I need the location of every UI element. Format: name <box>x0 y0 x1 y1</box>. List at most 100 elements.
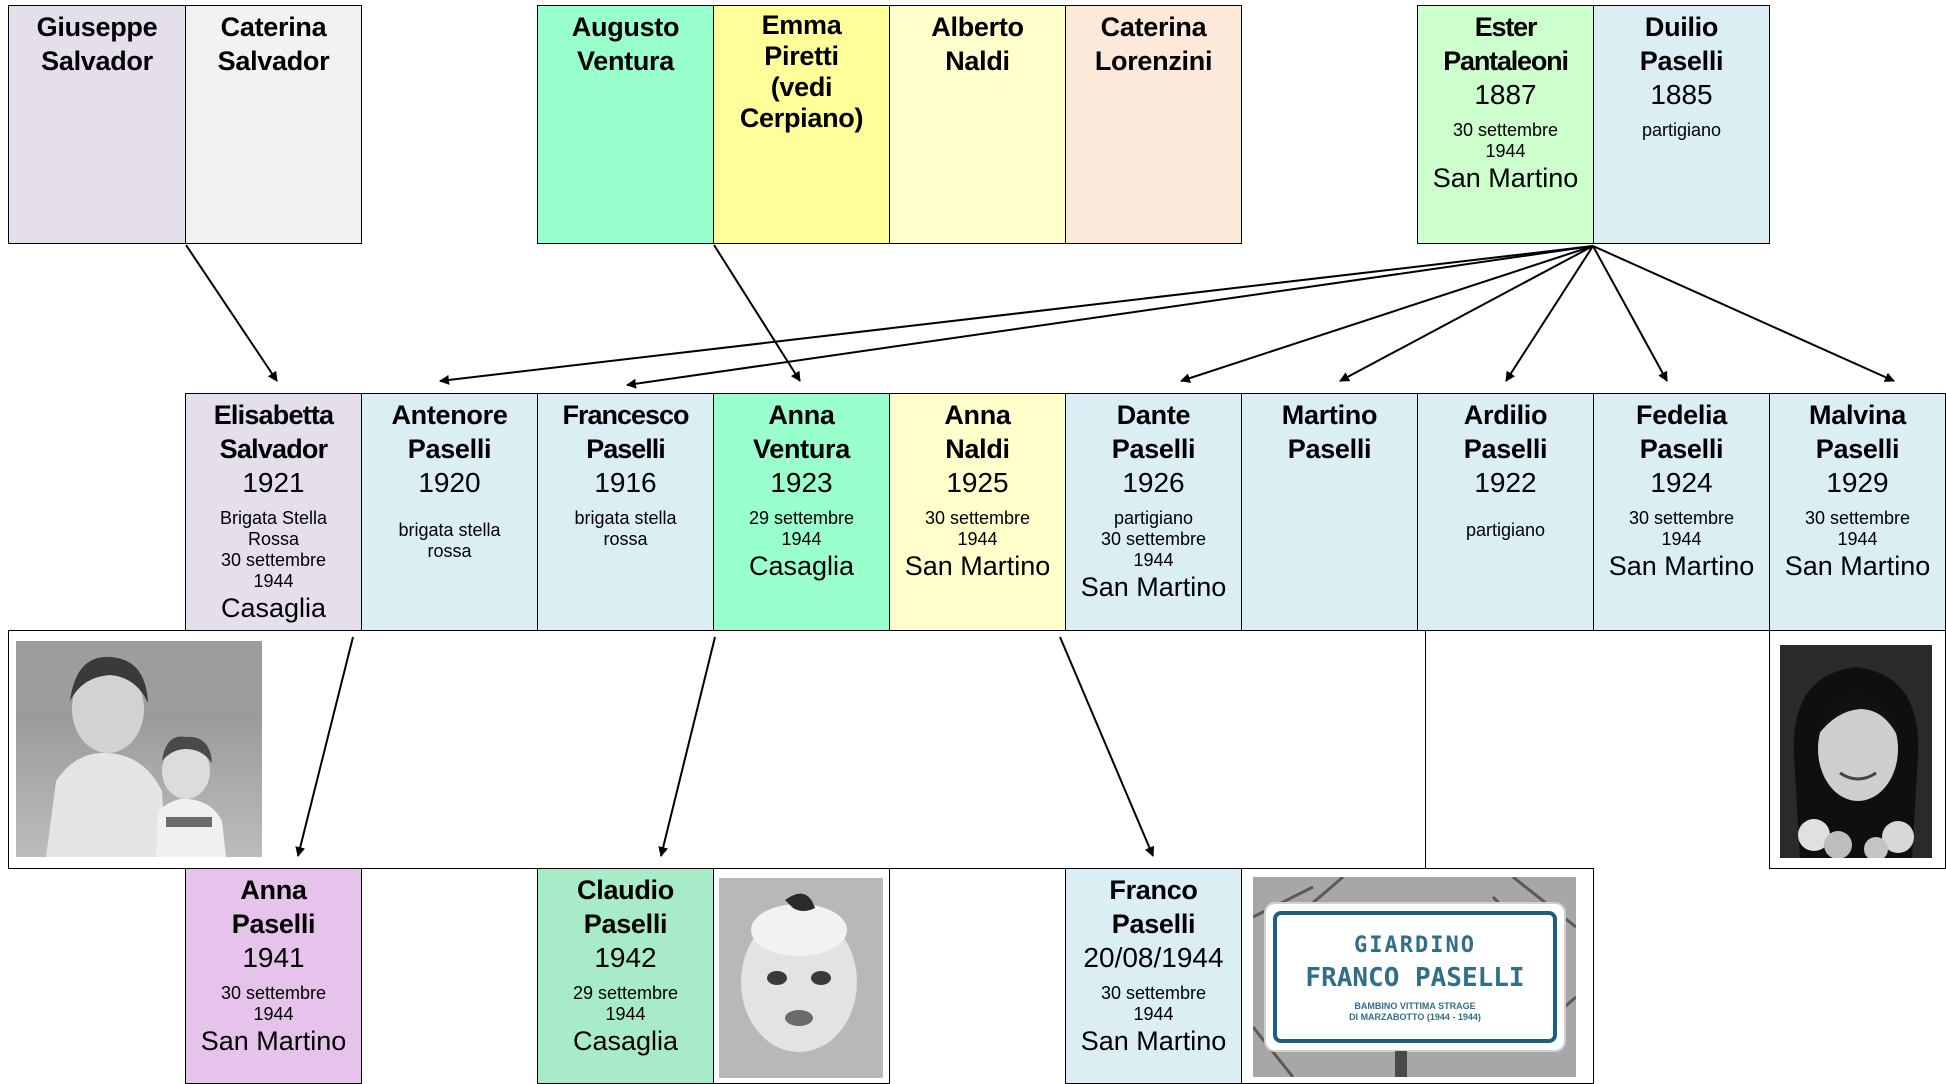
person-name: Malvina Paselli <box>1809 400 1906 464</box>
sign-line-2: FRANCO PASELLI <box>1305 963 1525 993</box>
person-note: 29 settembre 1944 <box>572 983 679 1024</box>
person-note: 30 settembre 1944 <box>1452 120 1559 161</box>
person-note: brigata stella rossa <box>398 520 501 561</box>
person-alberto-naldi: Alberto Naldi <box>889 5 1066 244</box>
person-note: 30 settembre 1944 <box>220 983 327 1024</box>
person-ester-pantaleoni: Ester Pantaleoni 1887 30 settembre 1944 … <box>1417 5 1594 244</box>
person-name: Augusto Ventura <box>571 12 680 76</box>
person-name: Elisabetta Salvador <box>213 400 334 464</box>
person-note: partigiano 30 settembre 1944 <box>1100 508 1207 570</box>
person-place: Casaglia <box>572 1026 679 1056</box>
person-name: Ardilio Paselli <box>1463 400 1548 464</box>
person-claudio-paselli: Claudio Paselli 1942 29 settembre 1944 C… <box>537 868 714 1084</box>
person-anna-paselli: Anna Paselli 1941 30 settembre 1944 San … <box>185 868 362 1084</box>
person-caterina-lorenzini: Caterina Lorenzini <box>1065 5 1242 244</box>
person-anna-ventura: Anna Ventura 1923 29 settembre 1944 Casa… <box>713 393 890 631</box>
person-year: 1923 <box>770 467 833 498</box>
photo-cell-claudio <box>713 868 890 1084</box>
arrow-parents-to-antenore <box>439 245 1594 385</box>
photo-malvina <box>1780 645 1932 858</box>
person-note: 30 settembre 1944 <box>1804 508 1911 549</box>
arrow-parents-to-ardilio <box>1505 245 1594 382</box>
person-place: San Martino <box>1784 551 1931 581</box>
person-emma-piretti: Emma Piretti (vedi Cerpiano) <box>713 5 890 244</box>
person-name: Emma Piretti (vedi Cerpiano) <box>739 10 864 133</box>
person-name: Duilio Paselli <box>1639 12 1724 76</box>
person-note: partigiano <box>1641 120 1722 140</box>
person-year: 1885 <box>1650 79 1713 110</box>
arrow-parents-to-martino <box>1339 245 1594 382</box>
person-year: 1929 <box>1826 467 1889 498</box>
person-year: 1926 <box>1122 467 1185 498</box>
person-franco-paselli: Franco Paselli 20/08/1944 30 settembre 1… <box>1065 868 1242 1084</box>
person-malvina-paselli: Malvina Paselli 1929 30 settembre 1944 S… <box>1769 393 1946 631</box>
person-ardilio-paselli: Ardilio Paselli 1922 partigiano <box>1417 393 1594 631</box>
person-name: Fedelia Paselli <box>1636 400 1727 464</box>
person-place: Casaglia <box>220 593 327 623</box>
person-francesco-paselli: Francesco Paselli 1916 brigata stella ro… <box>537 393 714 631</box>
person-note: Brigata Stella Rossa 30 settembre 1944 <box>219 508 328 591</box>
person-name: Giuseppe Salvador <box>36 12 158 76</box>
person-name: Anna Paselli <box>231 875 316 939</box>
person-name: Anna Ventura <box>753 400 850 464</box>
person-note: 30 settembre 1944 <box>1628 508 1735 549</box>
photo-franco-sign: GIARDINO FRANCO PASELLI BAMBINO VITTIMA … <box>1253 877 1576 1077</box>
person-martino-paselli: Martino Paselli <box>1241 393 1418 631</box>
person-elisabetta-salvador: Elisabetta Salvador 1921 Brigata Stella … <box>185 393 362 631</box>
person-place: Casaglia <box>748 551 855 581</box>
arrow-parents-to-fedelia <box>1592 245 1668 382</box>
person-year: 1941 <box>242 942 305 973</box>
person-place: San Martino <box>1080 1026 1227 1056</box>
photo-elisabetta-and-anna <box>16 641 262 857</box>
person-antenore-paselli: Antenore Paselli 1920 brigata stella ros… <box>361 393 538 631</box>
person-anna-naldi: Anna Naldi 1925 30 settembre 1944 San Ma… <box>889 393 1066 631</box>
person-place: San Martino <box>904 551 1051 581</box>
arrow-ventura-to-claudio <box>658 636 716 857</box>
person-name: Caterina Salvador <box>217 12 330 76</box>
photo-cell-franco: GIARDINO FRANCO PASELLI BAMBINO VITTIMA … <box>1241 868 1594 1084</box>
person-name: Dante Paselli <box>1111 400 1196 464</box>
person-year: 1942 <box>594 942 657 973</box>
person-place: San Martino <box>200 1026 347 1056</box>
person-name: Antenore Paselli <box>391 400 508 464</box>
arrow-parents-to-malvina <box>1592 245 1895 382</box>
arrow-augusto-to-anna <box>713 244 801 382</box>
person-name: Ester Pantaleoni <box>1443 12 1569 76</box>
person-augusto-ventura: Augusto Ventura <box>537 5 714 244</box>
person-name: Caterina Lorenzini <box>1094 12 1213 76</box>
person-year: 1924 <box>1650 467 1713 498</box>
person-year: 1921 <box>242 467 305 498</box>
person-note: 30 settembre 1944 <box>924 508 1031 549</box>
person-place: San Martino <box>1432 163 1579 193</box>
person-year: 1920 <box>418 467 481 498</box>
person-dante-paselli: Dante Paselli 1926 partigiano 30 settemb… <box>1065 393 1242 631</box>
person-year: 20/08/1944 <box>1083 942 1224 973</box>
person-giuseppe-salvador: Giuseppe Salvador <box>8 5 186 244</box>
person-year: 1916 <box>594 467 657 498</box>
person-place: San Martino <box>1080 572 1227 602</box>
person-note: 30 settembre 1944 <box>1100 983 1207 1024</box>
person-name: Alberto Naldi <box>931 12 1024 76</box>
person-place: San Martino <box>1608 551 1755 581</box>
person-note: 29 settembre 1944 <box>748 508 855 549</box>
person-name: Anna Naldi <box>944 400 1011 464</box>
person-note: brigata stella rossa <box>574 508 677 549</box>
arrow-parents-to-dante <box>1180 245 1594 383</box>
arrow-caterina-to-elisabetta <box>185 244 278 382</box>
arrow-antenore-to-anna <box>295 636 354 857</box>
person-year: 1922 <box>1474 467 1537 498</box>
person-fedelia-paselli: Fedelia Paselli 1924 30 settembre 1944 S… <box>1593 393 1770 631</box>
photo-claudio <box>719 878 883 1078</box>
person-name: Franco Paselli <box>1109 875 1198 939</box>
person-name: Martino Paselli <box>1281 400 1378 464</box>
person-name: Francesco Paselli <box>562 400 689 464</box>
sign-line-3: BAMBINO VITTIMA STRAGE DI MARZABOTTO (19… <box>1349 1001 1481 1022</box>
person-duilio-paselli: Duilio Paselli 1885 partigiano <box>1593 5 1770 244</box>
person-caterina-salvador: Caterina Salvador <box>185 5 362 244</box>
person-note: partigiano <box>1465 520 1546 540</box>
sign-line-1: GIARDINO <box>1354 933 1476 958</box>
person-year: 1887 <box>1474 79 1537 110</box>
person-name: Claudio Paselli <box>577 875 674 939</box>
